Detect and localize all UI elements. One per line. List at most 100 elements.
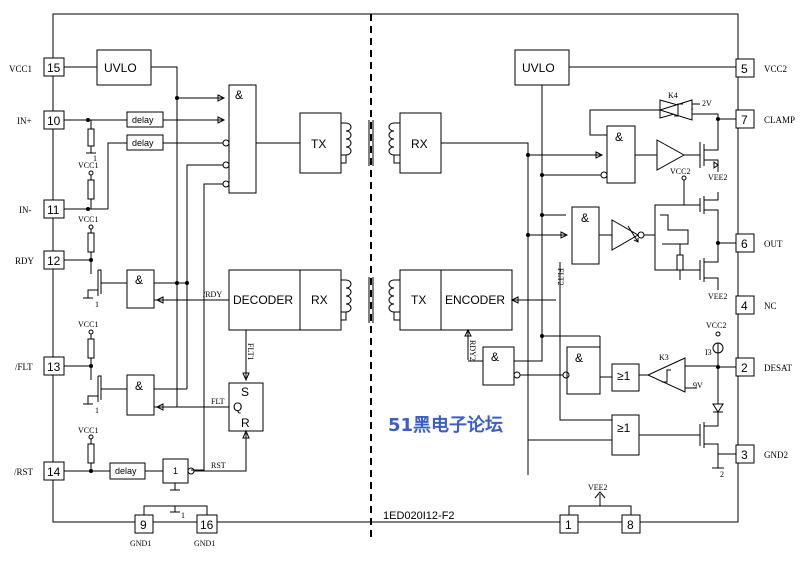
desat-and-gate — [566, 346, 601, 395]
rdy2-and-gate — [482, 346, 515, 386]
svg-text:9V: 9V — [693, 381, 703, 390]
pin-clamp: 7 CLAMP — [735, 109, 795, 129]
clamp-and-gate — [606, 125, 636, 184]
pin-nc: 4 NC — [735, 295, 777, 315]
svg-text:delay: delay — [115, 466, 137, 476]
svg-text:/RST: /RST — [14, 467, 34, 477]
svg-text:6: 6 — [741, 237, 748, 251]
svg-text:&: & — [491, 350, 499, 364]
svg-text:4: 4 — [741, 299, 748, 313]
tx-left-block — [299, 112, 342, 174]
svg-text:2: 2 — [741, 361, 748, 375]
svg-text:DESAT: DESAT — [764, 363, 793, 373]
flt1-label: FLT1 — [246, 343, 255, 361]
svg-text:/FLT: /FLT — [15, 362, 33, 372]
svg-text:VCC2: VCC2 — [670, 167, 690, 176]
pin-gnd1-16: 16 GND1 — [194, 514, 218, 548]
svg-text:2: 2 — [720, 470, 724, 479]
svg-text:GND1: GND1 — [194, 539, 215, 548]
svg-text:NC: NC — [764, 301, 777, 311]
svg-text:TX: TX — [411, 293, 426, 307]
svg-text:VCC1: VCC1 — [9, 64, 32, 74]
svg-text:&: & — [615, 130, 623, 144]
svg-text:OUT: OUT — [764, 239, 783, 249]
svg-text:10: 10 — [47, 114, 61, 128]
svg-text:7: 7 — [741, 113, 748, 127]
rst-buffer — [162, 458, 189, 484]
gnd1-ground-label: 1 — [181, 511, 185, 520]
pin-gnd1-9: 9 GND1 — [130, 514, 154, 548]
svg-text:VCC1: VCC1 — [78, 426, 98, 435]
pin-rdy: RDY 12 — [15, 250, 65, 270]
svg-text:VCC2: VCC2 — [764, 64, 787, 74]
rdy-signal-label: /RDY — [203, 290, 222, 299]
rdy2-label: RDY2 — [468, 340, 477, 361]
bottom-transformer — [341, 277, 400, 323]
svg-text:delay: delay — [132, 115, 154, 125]
input-and-gate — [228, 84, 257, 194]
flt-and-gate — [126, 374, 155, 416]
tx-encoder-block — [399, 269, 513, 331]
svg-text:8: 8 — [627, 518, 634, 532]
pin-desat: 2 DESAT — [735, 357, 793, 377]
svg-text:15: 15 — [47, 61, 61, 75]
rst-signal-label: RST — [211, 461, 226, 470]
svg-text:RX: RX — [411, 137, 428, 151]
svg-text:UVLO: UVLO — [104, 61, 137, 75]
svg-text:K3: K3 — [659, 353, 669, 362]
watermark-text: 51黑电子论坛 — [388, 414, 503, 436]
svg-text:&: & — [135, 273, 143, 287]
svg-text:&: & — [235, 88, 243, 102]
svg-text:VCC1: VCC1 — [78, 161, 98, 170]
pin-vcc2: 5 VCC2 — [735, 58, 787, 78]
svg-text:14: 14 — [47, 465, 61, 479]
pin-in-plus: IN+ 10 — [17, 110, 65, 130]
rx-right-block — [399, 112, 442, 174]
svg-text:UVLO: UVLO — [522, 61, 555, 75]
decoder-rx-block — [228, 269, 342, 331]
svg-text:&: & — [135, 379, 143, 393]
svg-text:R: R — [241, 416, 250, 430]
svg-text:1: 1 — [95, 300, 99, 309]
desat-or-gate — [611, 363, 640, 392]
svg-text:3: 3 — [741, 448, 748, 462]
pin-in-minus: IN- 11 — [19, 199, 65, 219]
svg-text:IN-: IN- — [19, 205, 32, 215]
svg-text:5: 5 — [741, 62, 748, 76]
svg-text:TX: TX — [311, 137, 326, 151]
svg-text:16: 16 — [200, 518, 214, 532]
svg-text:K4: K4 — [668, 91, 678, 100]
svg-text:&: & — [575, 351, 583, 365]
pin-vee2-1: 1 — [559, 514, 579, 534]
svg-text:DECODER: DECODER — [233, 293, 293, 307]
svg-text:≥1: ≥1 — [617, 369, 631, 383]
svg-text:Q: Q — [233, 400, 242, 414]
svg-text:1: 1 — [173, 466, 178, 476]
svg-text:VCC2: VCC2 — [706, 321, 726, 330]
pin-vee2-8: 8 — [621, 514, 641, 534]
svg-text:VEE2: VEE2 — [708, 292, 728, 301]
svg-text:&: & — [581, 211, 589, 225]
svg-text:VCC1: VCC1 — [78, 320, 98, 329]
part-number: 1ED020I12-F2 — [383, 510, 455, 522]
svg-text:CLAMP: CLAMP — [764, 115, 795, 125]
pin-gnd2: 3 GND2 — [735, 444, 788, 464]
top-transformer — [341, 120, 400, 166]
svg-text:1: 1 — [565, 518, 572, 532]
out-inverter — [611, 219, 640, 251]
svg-text:RDY: RDY — [15, 256, 35, 266]
clamp-driver — [656, 139, 686, 171]
svg-text:delay: delay — [132, 138, 154, 148]
flt-signal-label: FLT — [211, 397, 225, 406]
svg-text:11: 11 — [47, 203, 60, 217]
svg-text:ENCODER: ENCODER — [445, 293, 505, 307]
svg-text:RX: RX — [311, 293, 328, 307]
svg-text:GND1: GND1 — [130, 539, 151, 548]
svg-text:IN+: IN+ — [17, 116, 32, 126]
pin-flt: /FLT 13 — [15, 356, 65, 376]
pin-rst: /RST 14 — [14, 461, 65, 481]
clamp-or-gate — [611, 414, 640, 456]
svg-text:2V: 2V — [702, 99, 712, 108]
pin-vcc1: VCC1 15 — [9, 57, 65, 77]
